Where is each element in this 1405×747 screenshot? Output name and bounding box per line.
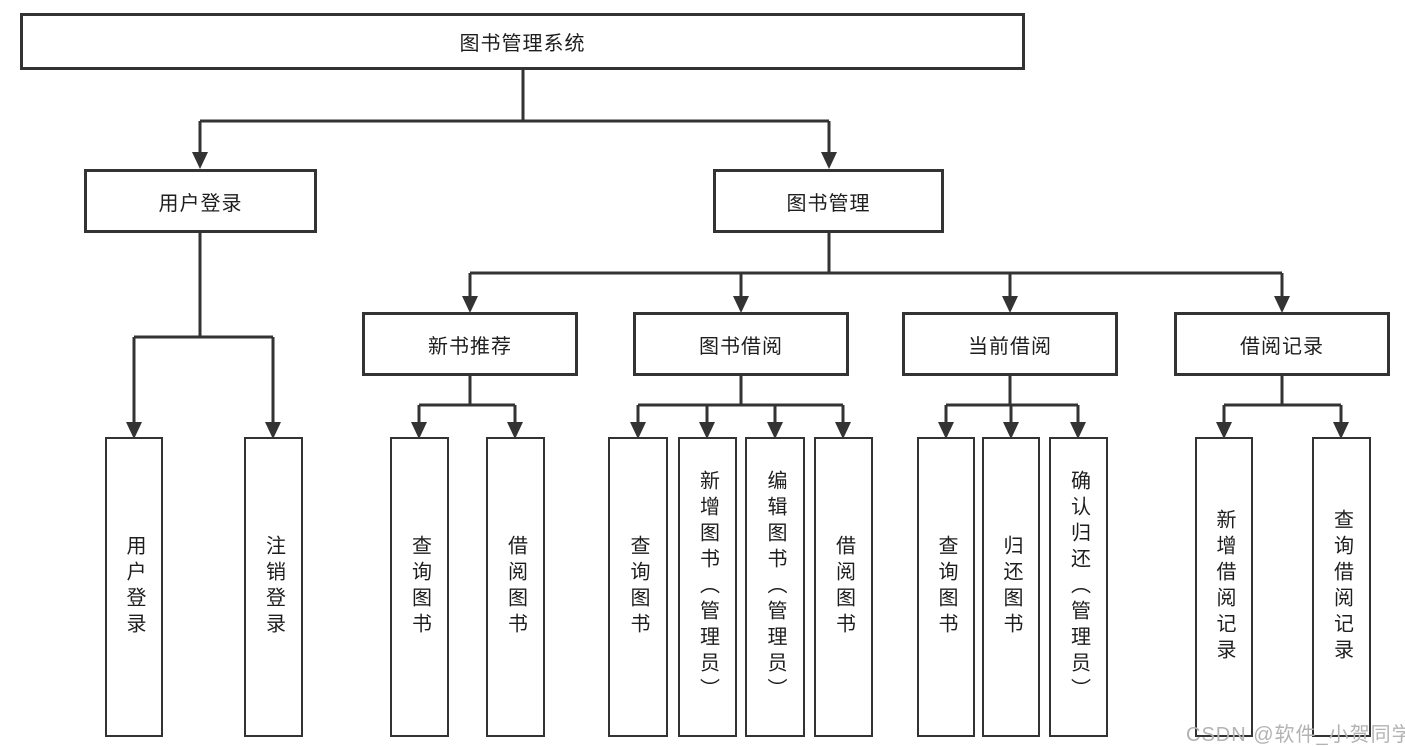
node-new-book-recommendation: 新书推荐	[362, 312, 578, 376]
node-library-management-system: 图书管理系统	[20, 13, 1025, 70]
node-book-borrowing: 图书借阅	[633, 312, 849, 376]
node-book-management: 图书管理	[713, 169, 944, 233]
leaf-query-books-borrow: 查询图书	[608, 437, 668, 737]
leaf-borrow-books: 借阅图书	[814, 437, 873, 737]
csdn-watermark: CSDN @软件_小贺同学	[1186, 724, 1405, 746]
leaf-query-borrow-record: 查询借阅记录	[1312, 437, 1371, 737]
leaf-edit-books-admin: 编辑图书（管理员）	[745, 437, 805, 737]
leaf-user-login: 用户登录	[105, 437, 163, 737]
leaf-add-books-admin: 新增图书（管理员）	[678, 437, 737, 737]
node-borrowing-records: 借阅记录	[1174, 312, 1390, 376]
node-user-login: 用户登录	[84, 169, 317, 233]
leaf-logout: 注销登录	[244, 437, 303, 737]
leaf-query-books-recommend: 查询图书	[390, 437, 449, 737]
leaf-add-borrow-record: 新增借阅记录	[1195, 437, 1253, 737]
leaf-query-books-current: 查询图书	[917, 437, 975, 737]
leaf-return-books: 归还图书	[982, 437, 1040, 737]
node-current-borrowing: 当前借阅	[902, 312, 1118, 376]
leaf-confirm-return-admin: 确认归还（管理员）	[1049, 437, 1108, 737]
leaf-borrow-books-recommend: 借阅图书	[486, 437, 545, 737]
